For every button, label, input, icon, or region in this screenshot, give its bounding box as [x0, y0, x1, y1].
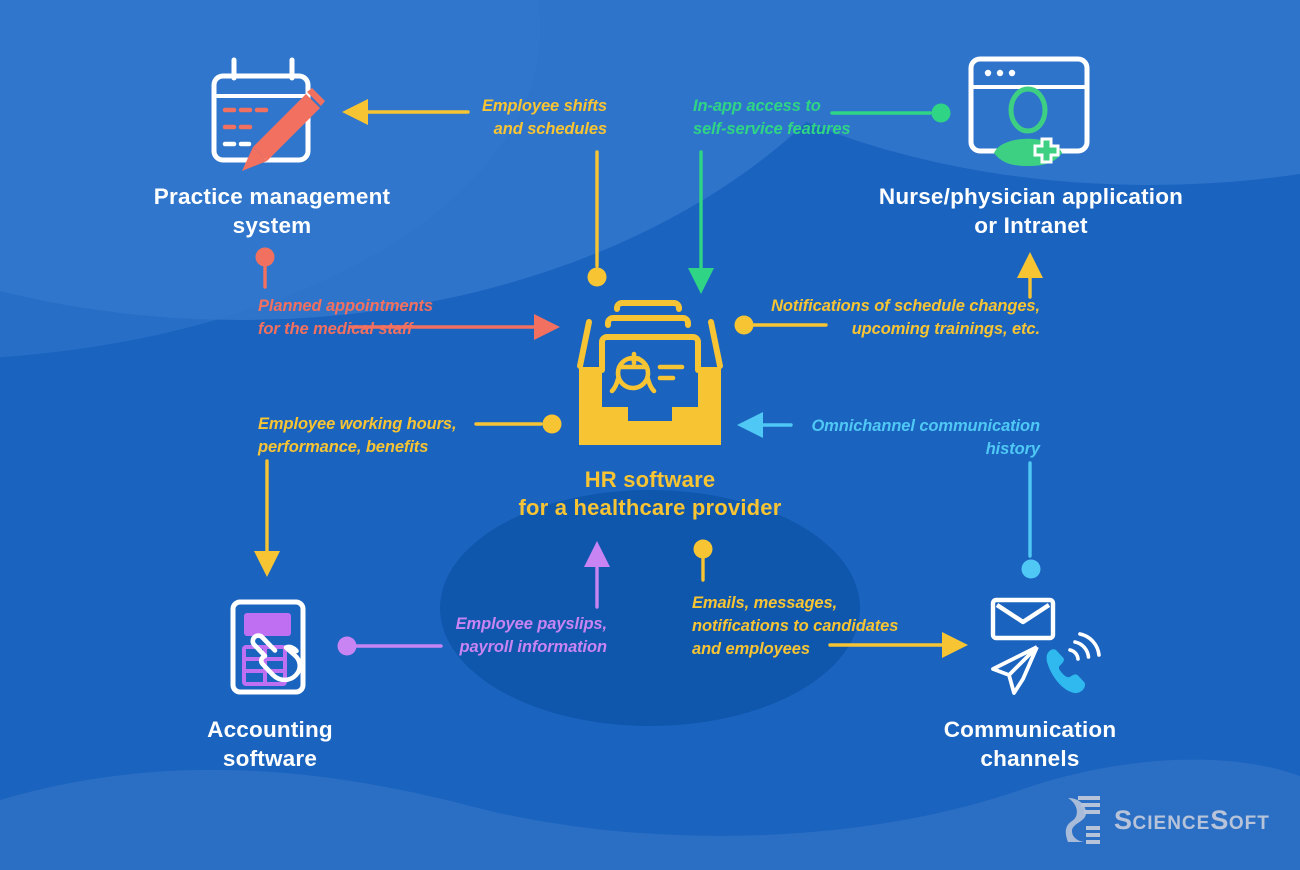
nurse-application-label: Nurse/physician application or Intranet — [878, 184, 1184, 238]
hr-software-title: HR software for a healthcare provider — [518, 467, 782, 520]
logo-mark-icon — [1065, 796, 1100, 844]
nurse-avatar-icon — [994, 86, 1062, 166]
flow-working-hours-connector — [254, 414, 562, 577]
emails-annotation: Emails, messages, notifications to candi… — [692, 594, 899, 658]
working-hours-annotation: Employee working hours, performance, ben… — [258, 415, 457, 456]
accounting-label: Accounting software — [207, 717, 333, 771]
omnichannel-annotation: Omnichannel communication history — [811, 417, 1040, 458]
flow-in-app-access-connector — [688, 103, 951, 294]
phone-icon — [1046, 632, 1101, 694]
payslips-annotation: Employee payslips, payroll information — [455, 615, 607, 656]
sciencesoft-logo: SCIENCESOFT — [1064, 793, 1270, 847]
logo-text: SCIENCESOFT — [1114, 804, 1270, 835]
employee-shifts-annotation: Employee shifts and schedules — [481, 97, 607, 138]
flow-emails-connector — [693, 539, 968, 658]
flow-omnichannel-connector — [737, 412, 1041, 579]
hr-inbox-icon — [577, 300, 723, 445]
calendar-icon — [211, 57, 325, 171]
communication-label: Communication channels — [943, 717, 1117, 771]
flow-payslips-connector — [337, 541, 610, 656]
flow-employee-shifts-connector — [342, 99, 607, 287]
envelope-icon — [990, 597, 1056, 641]
flow-planned-appointments-connector — [255, 247, 560, 340]
pencil-icon — [242, 88, 325, 171]
browser-window-icon — [968, 56, 1090, 166]
nurse-face-icon — [609, 351, 685, 394]
calculator-icon — [230, 599, 306, 695]
in-app-access-annotation: In-app access to self-service features — [693, 97, 851, 138]
practice-management-label: Practice management system — [153, 184, 391, 238]
paper-plane-icon — [991, 645, 1039, 695]
communication-icons — [990, 597, 1101, 695]
notifications-annotation: Notifications of schedule changes, upcom… — [771, 297, 1040, 338]
flow-notifications-connector — [734, 252, 1043, 335]
planned-appointments-annotation: Planned appointments for the medical sta… — [258, 297, 433, 338]
hand-cursor-icon — [250, 633, 303, 683]
